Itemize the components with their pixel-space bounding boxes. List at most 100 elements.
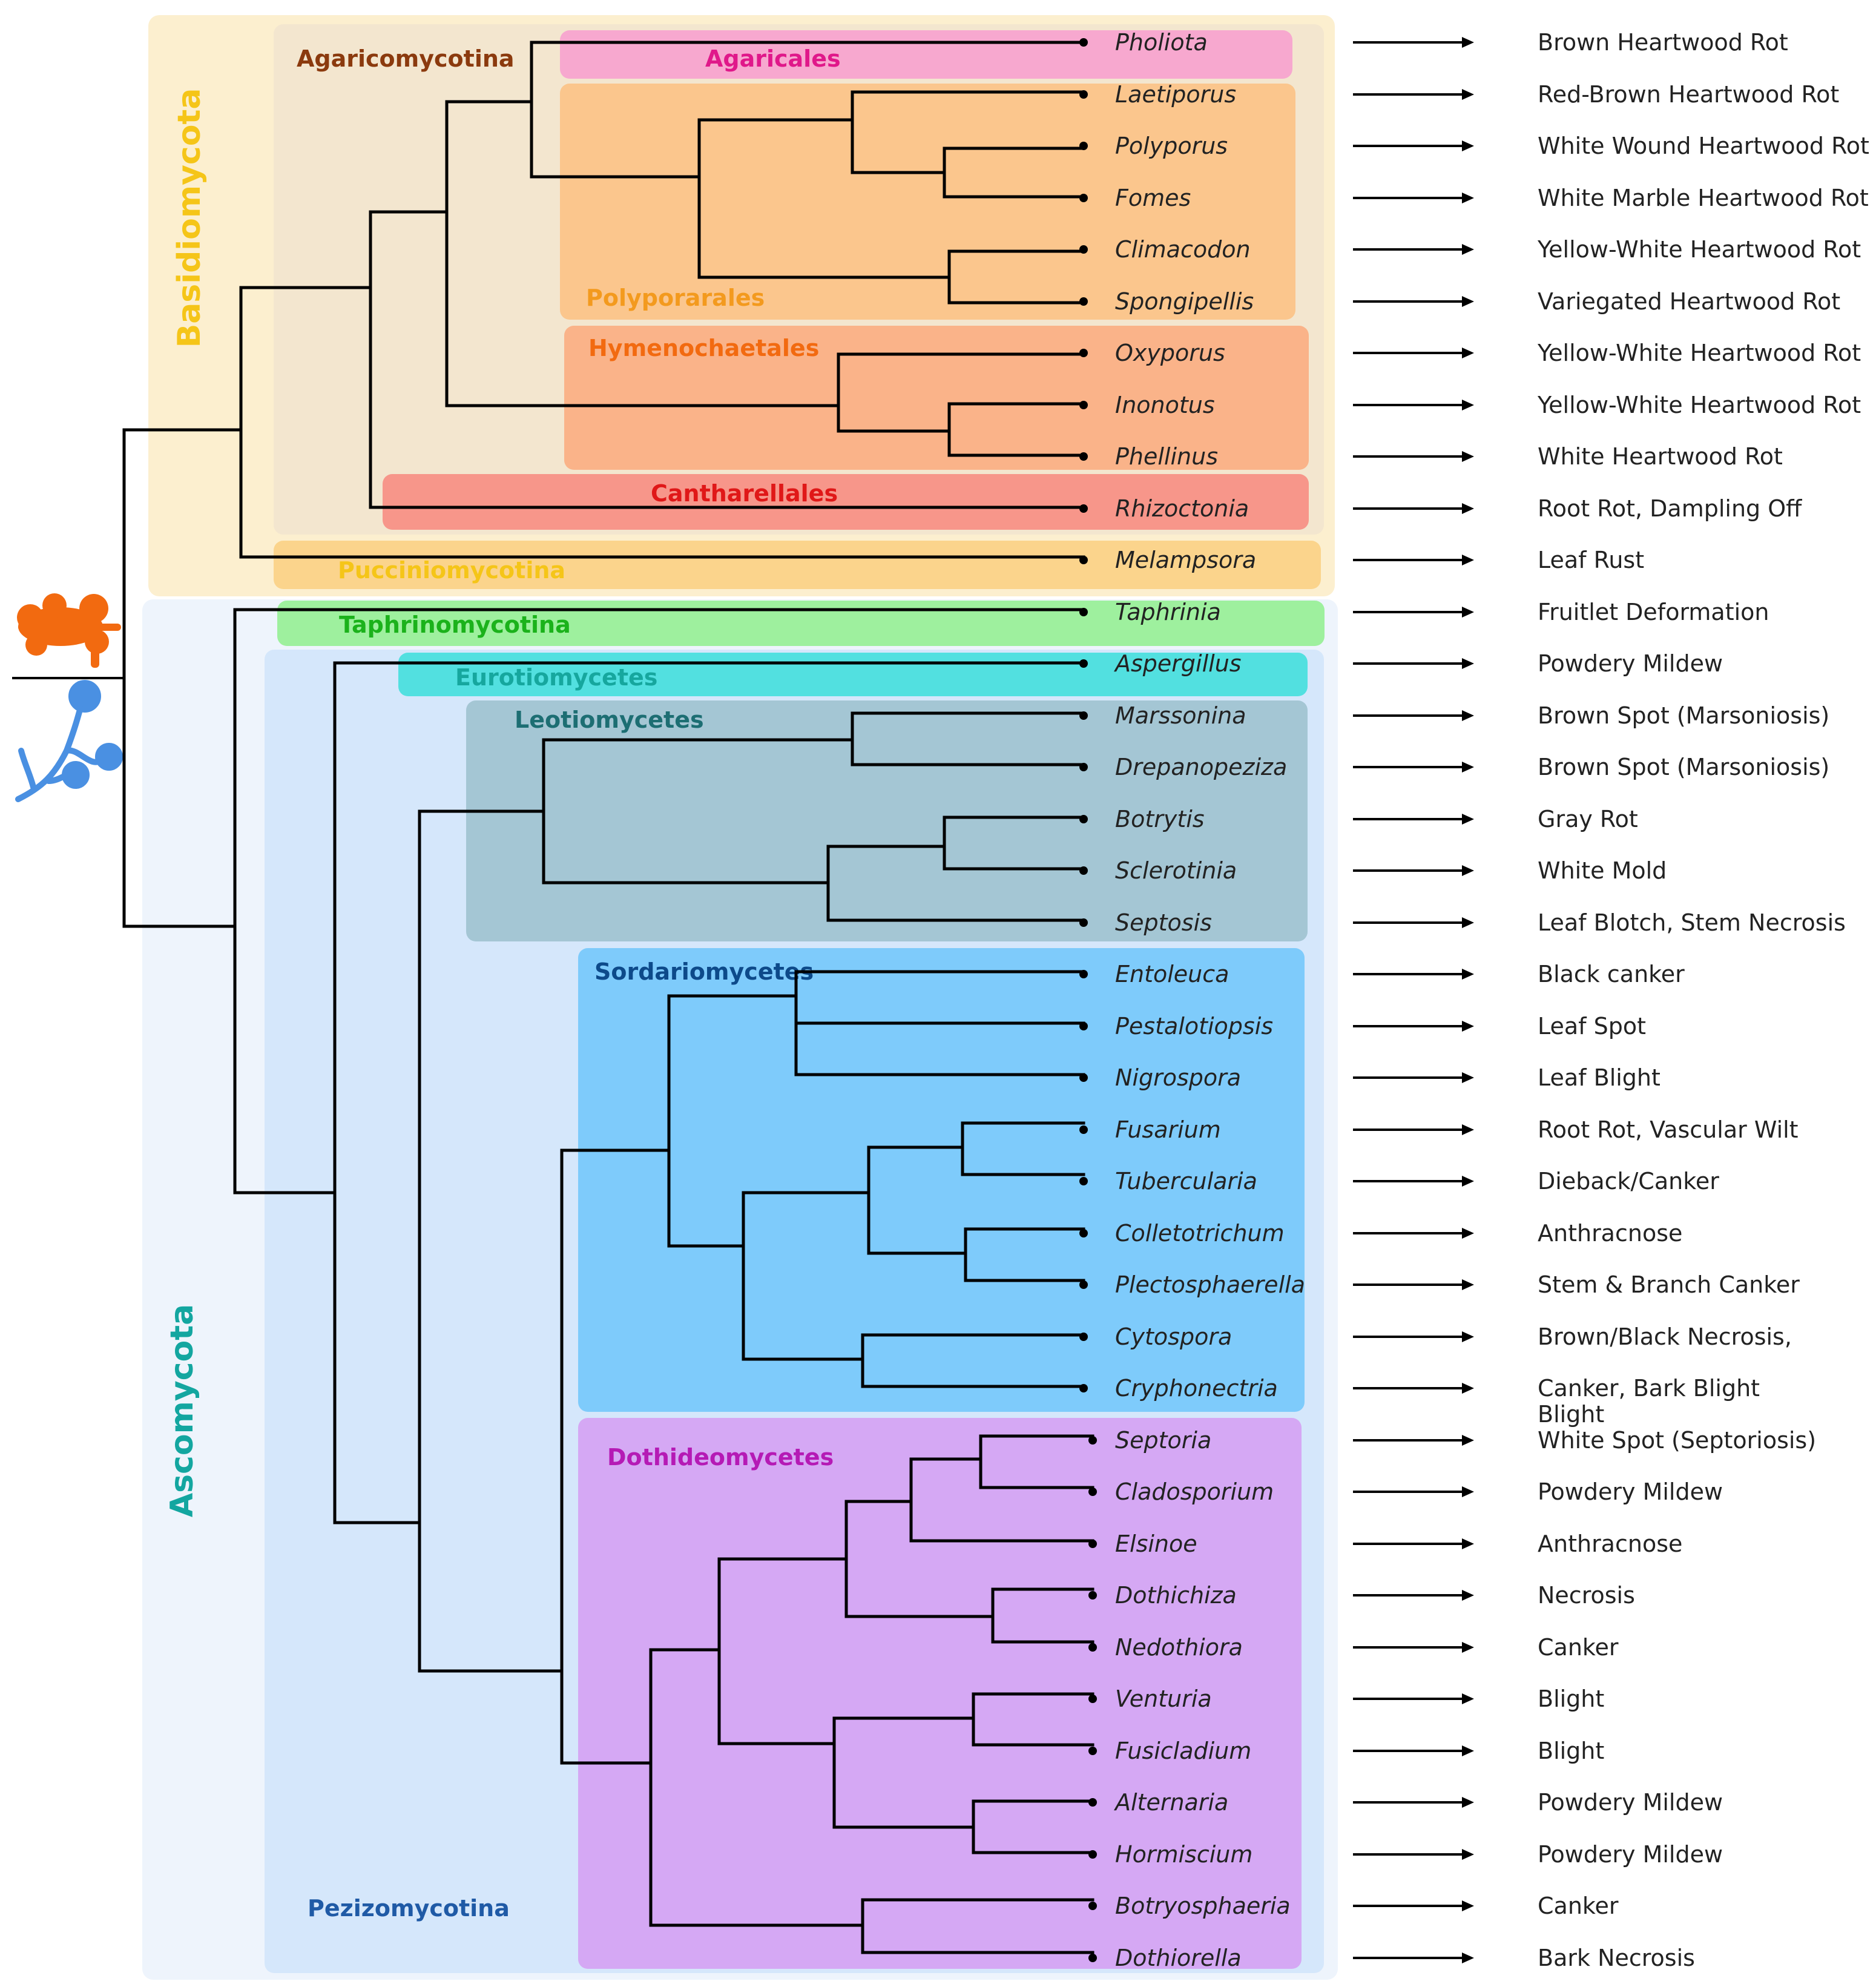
tip-dot bbox=[1079, 90, 1088, 99]
taxon-label: Melampsora bbox=[1115, 547, 1256, 573]
tip-dot bbox=[1079, 142, 1088, 150]
tip-dot bbox=[1079, 866, 1088, 875]
eurotiomycetes-label: Eurotiomycetes bbox=[455, 664, 657, 691]
arrowhead bbox=[1462, 1900, 1474, 1911]
tip-dot bbox=[1088, 1902, 1097, 1910]
taxon-label: Pestalotiopsis bbox=[1115, 1013, 1273, 1040]
arrowhead bbox=[1462, 1849, 1474, 1860]
pucciniomycotina-panel bbox=[274, 541, 1321, 589]
basidiomycete-fungus-icon bbox=[17, 593, 121, 668]
taxon-label: Cytospora bbox=[1115, 1323, 1232, 1350]
tip-dot bbox=[1079, 763, 1088, 771]
taxon-label: Rhizoctonia bbox=[1115, 495, 1249, 522]
hymenochaetales-panel bbox=[564, 326, 1309, 470]
taxon-label: Drepanopeziza bbox=[1115, 754, 1287, 780]
disease-label-extra: Blight bbox=[1538, 1401, 1604, 1428]
arrowhead bbox=[1462, 1435, 1474, 1446]
tip-dot bbox=[1079, 1022, 1088, 1030]
taxon-label: Septoria bbox=[1115, 1427, 1211, 1454]
taxon-label: Oxyporus bbox=[1115, 340, 1225, 366]
pezizomycotina-label: Pezizomycotina bbox=[308, 1895, 510, 1922]
arrowhead bbox=[1462, 1176, 1474, 1187]
arrowhead bbox=[1462, 296, 1474, 307]
disease-label: White Wound Heartwood Rot bbox=[1538, 133, 1869, 159]
dothideomycetes-label: Dothideomycetes bbox=[607, 1444, 834, 1471]
arrowhead bbox=[1462, 1538, 1474, 1549]
hymenochaetales-label: Hymenochaetales bbox=[588, 335, 819, 361]
taxon-label: Plectosphaerella bbox=[1115, 1271, 1305, 1298]
disease-label: Bark Necrosis bbox=[1538, 1945, 1695, 1971]
disease-label: White Mold bbox=[1538, 857, 1667, 884]
agaricomycotina-label: Agaricomycotina bbox=[297, 45, 515, 72]
tip-dot bbox=[1088, 1850, 1097, 1859]
tip-dot bbox=[1079, 401, 1088, 409]
arrowhead bbox=[1462, 1797, 1474, 1808]
arrowhead bbox=[1462, 1590, 1474, 1601]
disease-label: Dieback/Canker bbox=[1538, 1168, 1719, 1195]
disease-label: Blight bbox=[1538, 1738, 1604, 1764]
taxon-label: Fusarium bbox=[1115, 1116, 1221, 1143]
disease-label: Canker bbox=[1538, 1893, 1619, 1919]
taxon-label: Alternaria bbox=[1113, 1789, 1228, 1816]
taxon-label: Entoleuca bbox=[1115, 961, 1229, 987]
tip-dot bbox=[1079, 918, 1088, 927]
arrowhead bbox=[1462, 1124, 1474, 1135]
polyporales-label: Polyporarales bbox=[586, 285, 765, 311]
disease-label: White Heartwood Rot bbox=[1538, 443, 1783, 470]
taxon-label: Marssonina bbox=[1115, 702, 1246, 729]
tip-dot bbox=[1088, 1591, 1097, 1600]
disease-label: Canker, Bark Blight bbox=[1538, 1375, 1760, 1402]
pucciniomycotina-label: Pucciniomycotina bbox=[338, 557, 565, 584]
arrowhead bbox=[1462, 1072, 1474, 1083]
taxon-label: Inonotus bbox=[1115, 392, 1215, 418]
arrowhead bbox=[1462, 1279, 1474, 1290]
tip-dot bbox=[1088, 1954, 1097, 1962]
taxon-label: Nedothiora bbox=[1115, 1634, 1243, 1661]
tip-dot bbox=[1079, 1384, 1088, 1392]
disease-label: Powdery Mildew bbox=[1538, 1478, 1723, 1505]
disease-label: Leaf Rust bbox=[1538, 547, 1644, 573]
disease-label: Root Rot, Dampling Off bbox=[1538, 495, 1802, 522]
taxon-label: Cladosporium bbox=[1115, 1478, 1274, 1505]
tip-dot bbox=[1088, 1540, 1097, 1548]
disease-label: Leaf Spot bbox=[1538, 1013, 1646, 1040]
tip-dot bbox=[1079, 1229, 1088, 1237]
arrowhead bbox=[1462, 503, 1474, 514]
taxon-label: Spongipellis bbox=[1115, 288, 1254, 315]
arrowhead bbox=[1462, 969, 1474, 980]
disease-label: Anthracnose bbox=[1538, 1531, 1682, 1557]
arrowhead bbox=[1462, 710, 1474, 721]
arrowhead bbox=[1462, 607, 1474, 618]
taxon-label: Taphrinia bbox=[1115, 599, 1221, 625]
tip-dot bbox=[1079, 297, 1088, 306]
disease-label: Root Rot, Vascular Wilt bbox=[1538, 1116, 1799, 1143]
basidiomycota-label: Basidiomycota bbox=[171, 88, 208, 348]
taxon-label: Hormiscium bbox=[1115, 1841, 1252, 1868]
arrowhead bbox=[1462, 1693, 1474, 1704]
tip-dot bbox=[1088, 1798, 1097, 1807]
disease-label: Blight bbox=[1538, 1685, 1604, 1712]
disease-label: Red-Brown Heartwood Rot bbox=[1538, 81, 1839, 108]
tip-dot bbox=[1079, 349, 1088, 357]
arrowhead bbox=[1462, 348, 1474, 358]
taxon-label: Elsinoe bbox=[1115, 1531, 1197, 1557]
tree-branches bbox=[122, 41, 1094, 1954]
tip-dot bbox=[1079, 38, 1088, 47]
disease-label: Brown Spot (Marsoniosis) bbox=[1538, 702, 1829, 729]
taxon-label: Colletotrichum bbox=[1115, 1220, 1285, 1247]
ascomycota-label: Ascomycota bbox=[164, 1304, 200, 1517]
sordariomycetes-label: Sordariomycetes bbox=[594, 958, 814, 985]
taphrinomycotina-label: Taphrinomycotina bbox=[339, 611, 571, 638]
disease-label: White Spot (Septoriosis) bbox=[1538, 1427, 1816, 1454]
tip-dot bbox=[1088, 1747, 1097, 1755]
arrowhead bbox=[1462, 1486, 1474, 1497]
tip-dot bbox=[1079, 504, 1088, 513]
disease-label: Variegated Heartwood Rot bbox=[1538, 288, 1840, 315]
tip-dot bbox=[1079, 815, 1088, 823]
tip-dot bbox=[1079, 245, 1088, 254]
arrowhead bbox=[1462, 1642, 1474, 1653]
taxon-label: Aspergillus bbox=[1113, 650, 1242, 677]
tip-dot bbox=[1088, 1695, 1097, 1703]
